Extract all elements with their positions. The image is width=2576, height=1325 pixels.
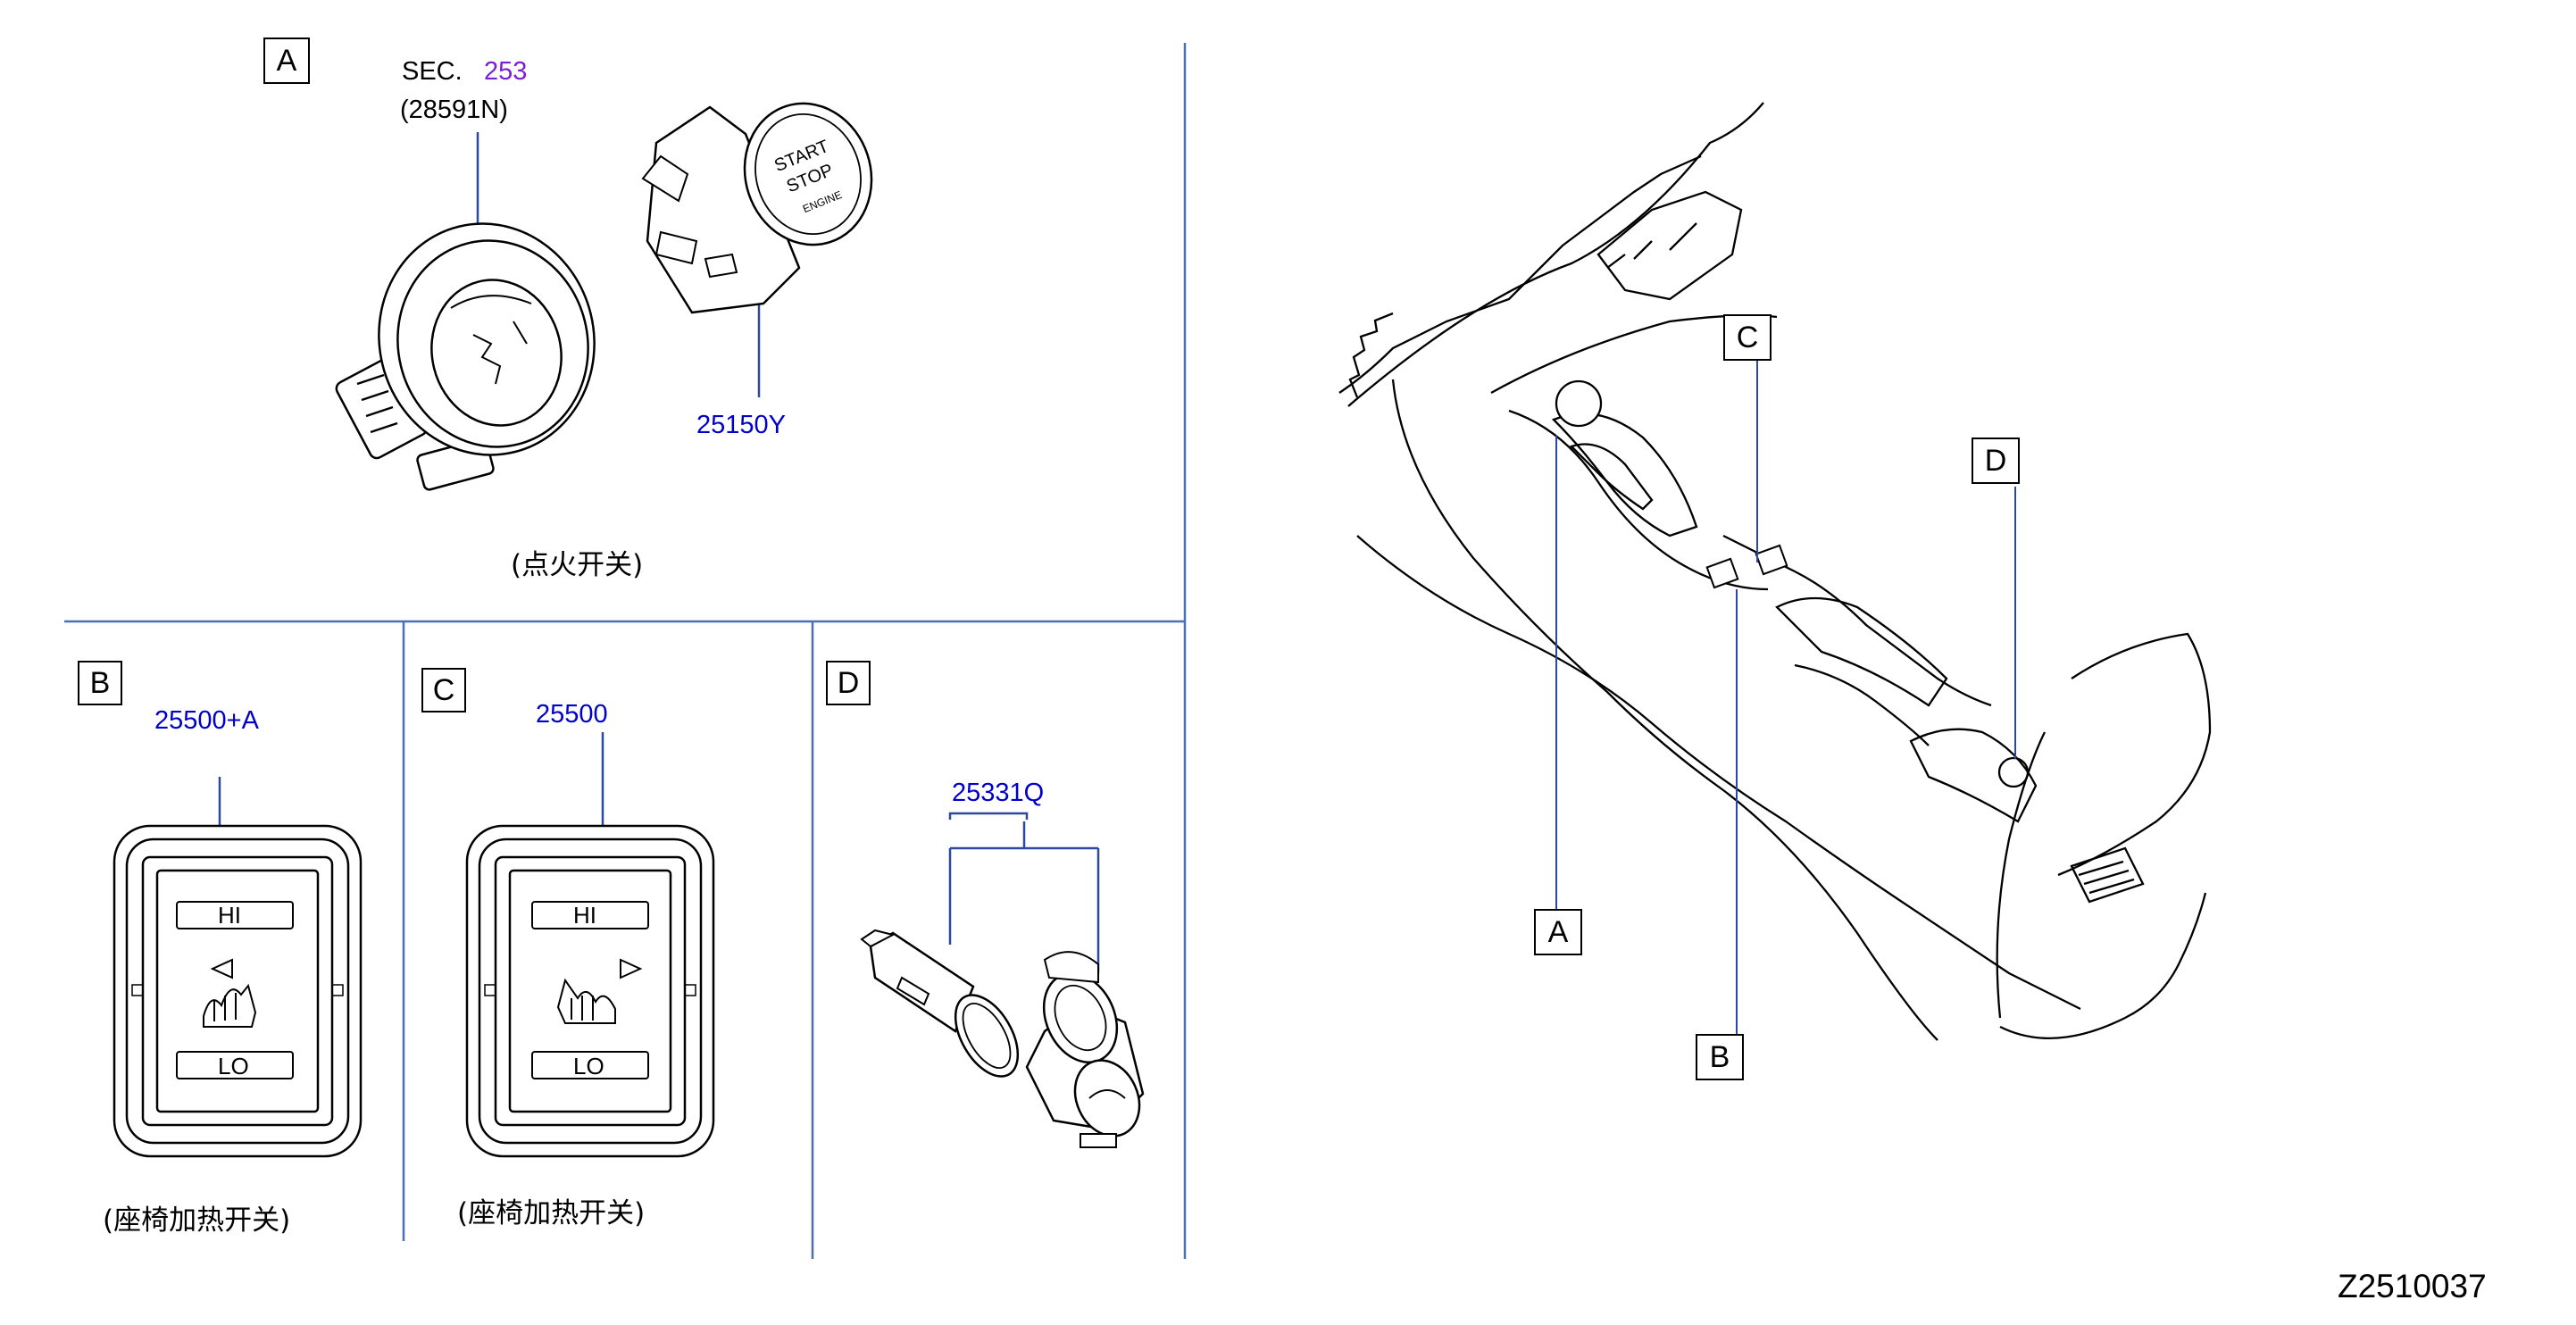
console-callout-b: B	[1696, 1034, 1744, 1080]
console-callout-d: D	[1972, 438, 2020, 484]
part-number-25150y[interactable]: 25150Y	[696, 411, 786, 439]
section-b-hi-label: HI	[218, 902, 241, 929]
sec-reference-number[interactable]: 253	[484, 57, 528, 86]
console-leader-lines	[1555, 359, 2016, 1034]
section-dividers	[64, 43, 1187, 1259]
part-number-25331q[interactable]: 25331Q	[952, 779, 1045, 807]
console-callout-c: C	[1723, 314, 1772, 361]
console-callout-a: A	[1534, 909, 1582, 955]
ignition-ring-part	[335, 132, 596, 491]
section-c-callout: C	[421, 668, 466, 712]
power-outlet-part	[860, 812, 1145, 1148]
part-number-25500[interactable]: 25500	[536, 700, 608, 729]
section-b-callout: B	[78, 661, 122, 705]
center-console-drawing	[1338, 102, 2212, 1041]
sec-reference-prefix: SEC.	[402, 57, 463, 86]
start-stop-button-part	[641, 102, 873, 397]
drawing-id: Z2510037	[2338, 1268, 2487, 1304]
seat-heater-switch-c-part	[465, 732, 715, 1158]
section-b-lo-label: LO	[218, 1053, 249, 1079]
section-c-lo-label: LO	[573, 1053, 604, 1079]
sec-reference-part: (28591N)	[400, 96, 508, 124]
section-a-callout: A	[263, 38, 310, 84]
section-b-caption: (座椅加热开关)	[103, 1204, 291, 1237]
section-d-callout: D	[826, 661, 871, 705]
section-c-hi-label: HI	[573, 902, 596, 929]
part-number-25500a[interactable]: 25500+A	[154, 706, 259, 735]
section-c-caption: (座椅加热开关)	[457, 1197, 646, 1229]
section-a-caption: (点火开关)	[511, 549, 644, 581]
seat-heater-switch-b-part	[113, 777, 363, 1158]
